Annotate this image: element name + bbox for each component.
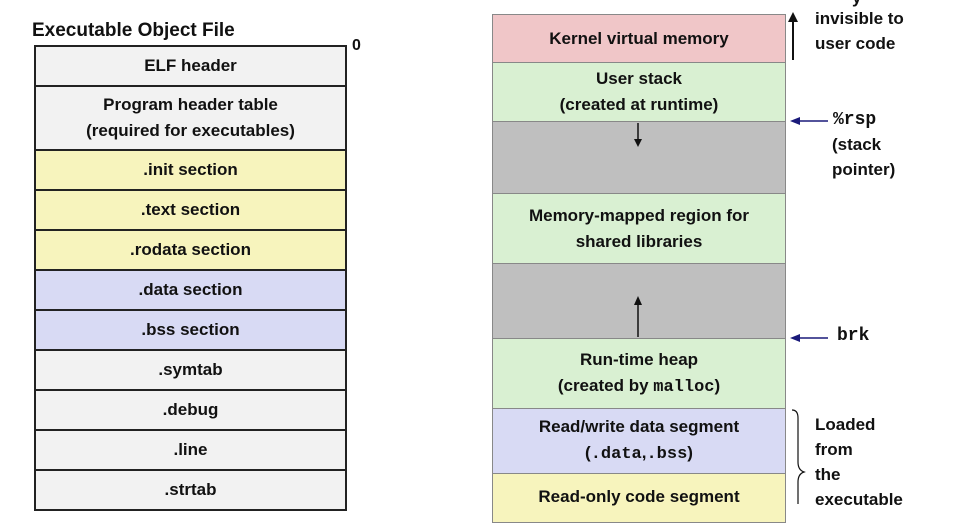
brk-label: brk [837,326,870,346]
program-header-table-line1: Program header table [103,95,278,114]
run-time-heap-region: Run-time heap (created by malloc) [492,338,786,409]
program-header-table-line2: (required for executables) [86,121,295,140]
read-write-data-segment: Read/write data segment (.data,.bss) [492,408,786,474]
loaded-annotation-line1: Loaded [815,415,876,434]
data-code: .data [590,445,642,464]
kernel-annotation-line2: user code [815,34,896,53]
user-stack-region: User stack (created at runtime) [492,62,786,122]
elf-header-label: ELF header [144,56,237,75]
kernel-virtual-memory-region: Kernel virtual memory [492,14,786,63]
loaded-brace [791,409,806,504]
data-section-label: .data section [138,280,243,299]
arrows-overlay [634,12,828,504]
rodata-section-label: .rodata section [130,240,251,259]
memory-mapped-line2: shared libraries [575,231,703,251]
bss-code: .bss [646,445,688,464]
strtab-section-label: .strtab [164,480,217,499]
init-section: .init section [34,149,347,191]
rsp-annotation-line2: pointer) [832,160,896,179]
loaded-annotation-line4: executable [815,490,903,509]
elf-header-section: ELF header [34,45,347,87]
run-time-heap-line2: (created by malloc) [557,375,721,397]
stack-growth-arrow-head [634,139,642,147]
unallocated-region-upper [492,121,786,194]
bss-section: .bss section [34,309,347,351]
malloc-code: malloc [653,377,715,397]
kernel-virtual-memory-label: Kernel virtual memory [549,28,729,48]
loaded-annotation: Loaded from the executable [815,412,903,512]
read-write-segment-line1: Read/write data segment [538,417,740,436]
memory-mapped-line1: Memory-mapped region for [528,205,750,225]
rsp-annotation-line1: (stack [832,135,882,154]
bss-section-label: .bss section [141,320,240,339]
memory-mapped-region: Memory-mapped region for shared librarie… [492,193,786,264]
kernel-up-arrow-head [788,12,798,22]
run-time-heap-line1: Run-time heap [579,349,699,369]
user-stack-line1: User stack [595,69,682,88]
text-section-label: .text section [140,200,241,219]
loaded-annotation-line3: the [815,465,841,484]
line-section-label: .line [173,440,208,459]
rsp-annotation: (stack pointer) [832,132,895,182]
loaded-annotation-line2: from [815,440,853,459]
brk-pointer-head [790,334,800,342]
kernel-annotation: invisible to user code [815,6,904,56]
text-section: .text section [34,189,347,231]
kernel-annotation-partial: y [852,0,861,10]
line-section: .line [34,429,347,471]
symtab-section-label: .symtab [158,360,223,379]
debug-section-label: .debug [162,400,219,419]
read-only-segment-label: Read-only code segment [538,487,740,506]
rsp-label: %rsp [833,110,877,130]
kernel-annotation-line1: invisible to [815,9,904,28]
read-write-segment-line2: (.data,.bss) [585,443,693,464]
rodata-section: .rodata section [34,229,347,271]
executable-object-file-title: Executable Object File [32,20,235,41]
heap-growth-arrow-head [634,296,642,305]
offset-zero-label: 0 [352,37,361,54]
rsp-pointer-head [790,117,800,125]
user-stack-line2: (created at runtime) [559,95,719,114]
init-section-label: .init section [143,160,238,179]
program-header-table-section: Program header table (required for execu… [34,85,347,151]
